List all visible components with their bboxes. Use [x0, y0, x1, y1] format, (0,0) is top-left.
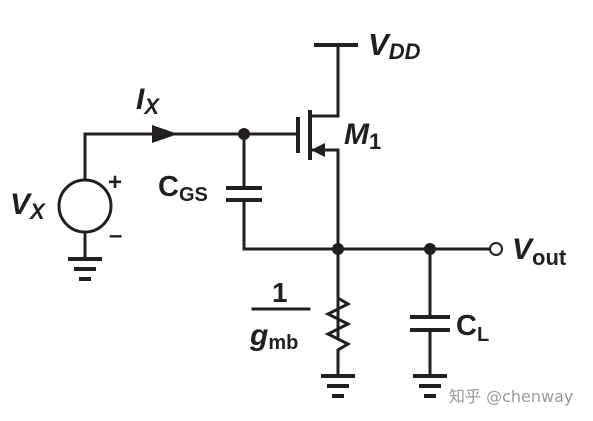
resistor-numerator: 1 [272, 277, 288, 308]
resistor-ground-icon [321, 374, 355, 398]
cgs-bottom-wire [242, 200, 340, 251]
drain-wire [309, 43, 340, 118]
vout-label: Vout [512, 233, 567, 270]
vx-source [57, 178, 113, 234]
m1-arrow [311, 143, 325, 157]
resistor-denominator: gmb [249, 319, 298, 354]
watermark: 知乎 @chenway [449, 387, 573, 406]
m1-label: M1 [344, 118, 381, 154]
gate-wire [83, 132, 298, 180]
minus-sign: – [109, 222, 122, 249]
ix-label: IX [136, 83, 160, 119]
gmb-resistor [324, 247, 352, 376]
vx-label: VX [10, 188, 46, 224]
source-wire [309, 148, 340, 338]
cl-label: CL [456, 310, 489, 346]
cl-ground-icon [413, 374, 447, 398]
cgs-label: CGS [158, 171, 208, 206]
vdd-label: VDD [368, 27, 421, 64]
ix-arrow [152, 125, 178, 143]
vx-ground-icon [68, 257, 102, 281]
plus-sign: + [108, 169, 122, 196]
vout-terminal [489, 242, 503, 256]
